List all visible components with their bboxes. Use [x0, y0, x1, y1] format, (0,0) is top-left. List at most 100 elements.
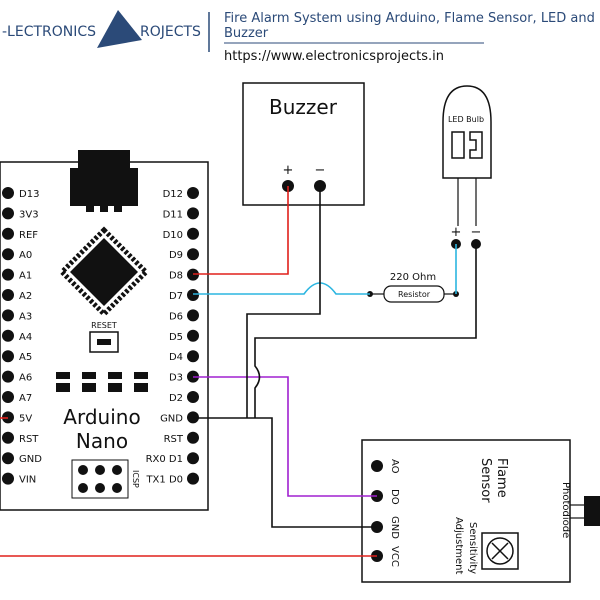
pin-label-left-5v: 5V: [19, 413, 32, 424]
site-url: https://www.electronicsprojects.in: [224, 49, 444, 64]
microcontroller-chip-icon: [58, 226, 150, 318]
pin-label-left-gnd: GND: [19, 454, 42, 465]
pin-label-right-d2: D2: [169, 393, 183, 404]
flame-pin-vcc-label: VCC: [389, 546, 400, 567]
photodiode-label: Photodiode: [560, 482, 571, 538]
pin-label-left-a4: A4: [19, 332, 32, 343]
pin-left-a1[interactable]: [2, 268, 14, 281]
pin-left-a4[interactable]: [2, 329, 14, 342]
pin-label-right-rx0-d1: RX0 D1: [146, 454, 183, 465]
flame-pin-ao-label: AO: [389, 459, 400, 474]
pin-left-ref[interactable]: [2, 227, 14, 240]
flame-pin-ao[interactable]: [371, 460, 383, 472]
pin-left-d13[interactable]: [2, 187, 14, 199]
pin-label-right-d6: D6: [169, 311, 183, 322]
pin-left-a0[interactable]: [2, 248, 14, 261]
pin-label-right-d5: D5: [169, 332, 183, 343]
pin-label-right-d7: D7: [169, 291, 183, 302]
led-bulb-icon: [442, 85, 492, 179]
wires: [0, 186, 477, 557]
pin-right-d6[interactable]: [187, 309, 199, 322]
page-title-line1: Fire Alarm System using Arduino, Flame S…: [224, 11, 595, 26]
sensitivity-label-line1: Sensitivity: [467, 522, 478, 574]
resistor-value: 220 Ohm: [390, 272, 436, 283]
pin-right-d4[interactable]: [187, 350, 199, 363]
pin-left-a2[interactable]: [2, 289, 14, 301]
flame-sensor-outline: [361, 439, 571, 583]
led-title: LED Bulb: [448, 115, 484, 124]
arduino-name-line1: Arduino: [63, 405, 140, 429]
pin-left-a6[interactable]: [2, 370, 14, 383]
pin-right-d5[interactable]: [187, 329, 199, 342]
pin-left-3v3[interactable]: [2, 207, 14, 220]
wire-buzzer-ground: [246, 186, 321, 418]
onboard-leds: [54, 372, 150, 392]
buzzer-outline: [242, 82, 365, 206]
pin-label-left-a3: A3: [19, 311, 32, 322]
led-plus-label: +: [451, 225, 462, 240]
icsp-label: ICSP: [131, 470, 140, 488]
potentiometer-icon[interactable]: [481, 532, 519, 570]
logo-text-right: ROJECTS: [140, 24, 201, 40]
flame-sensor-title-line2: Sensor: [478, 458, 493, 503]
usb-connector-icon: [70, 150, 138, 212]
pin-left-rst[interactable]: [2, 431, 14, 444]
wire-gnd-flame: [193, 417, 377, 528]
led-minus-label: −: [471, 225, 482, 240]
pin-right-rx0-d1[interactable]: [187, 452, 199, 465]
pin-left-a5[interactable]: [2, 350, 14, 363]
flame-sensor-title-line1: Flame: [494, 458, 509, 498]
pin-label-right-d4: D4: [169, 352, 183, 363]
pin-label-left-d13: D13: [19, 189, 39, 200]
arduino-name-line2: Nano: [76, 429, 128, 453]
logo-text-left: -LECTRONICS: [2, 24, 96, 40]
wire-d8-buzzer: [193, 186, 289, 275]
wire-d7-resistor: [193, 282, 370, 295]
pin-label-left-a0: A0: [19, 250, 32, 261]
pin-left-a3[interactable]: [2, 309, 14, 322]
pin-label-left-a5: A5: [19, 352, 32, 363]
pin-left-a7[interactable]: [2, 391, 14, 403]
pin-label-left-vin: VIN: [19, 475, 36, 486]
pin-label-left-ref: REF: [19, 230, 38, 241]
flame-pin-gnd-label: GND: [389, 516, 400, 539]
pin-right-d11[interactable]: [187, 207, 199, 220]
pin-label-right-d11: D11: [163, 209, 183, 220]
pin-label-right-d9: D9: [169, 250, 183, 261]
pin-label-right-rst: RST: [164, 434, 184, 445]
pin-right-d12[interactable]: [187, 187, 199, 199]
pin-label-right-gnd: GND: [160, 413, 183, 424]
pin-label-left-a6: A6: [19, 373, 32, 384]
reset-button[interactable]: [89, 331, 119, 353]
pin-label-left-rst: RST: [19, 434, 39, 445]
led-cathode-plate: [451, 131, 465, 159]
pin-right-d2[interactable]: [187, 391, 199, 403]
pin-right-tx1-d0[interactable]: [187, 472, 199, 485]
resistor: 220 Ohm Resistor: [367, 272, 459, 303]
pin-right-rst[interactable]: [187, 431, 199, 444]
wire-led-ground: [254, 244, 477, 418]
buzzer-title: Buzzer: [269, 95, 338, 119]
icsp-header: [71, 459, 129, 499]
logo-triangle-icon: [97, 10, 142, 48]
pin-label-left-a7: A7: [19, 393, 32, 404]
flame-sensor-module: Flame Sensor AO DO GND VCC Sensitivity A…: [361, 439, 600, 583]
pin-label-left-a1: A1: [19, 271, 32, 282]
led-bulb: LED Bulb + −: [442, 85, 492, 249]
pin-left-gnd[interactable]: [2, 452, 14, 465]
sensitivity-label-line2: Adjustment: [453, 517, 464, 574]
pin-right-d10[interactable]: [187, 227, 199, 240]
pin-right-d9[interactable]: [187, 248, 199, 261]
pin-label-right-d8: D8: [169, 271, 183, 282]
flame-pin-do-label: DO: [389, 489, 400, 505]
pin-left-vin[interactable]: [2, 472, 14, 485]
pin-label-left-a2: A2: [19, 291, 32, 302]
led-anode-plate: [469, 131, 483, 159]
pin-right-d7[interactable]: [187, 289, 199, 301]
arduino-nano-board: RESET Arduino Nano ICSP D133V3REFA0A1A2A…: [0, 150, 209, 511]
pin-label-right-d12: D12: [163, 189, 183, 200]
buzzer-minus-label: −: [315, 163, 326, 178]
